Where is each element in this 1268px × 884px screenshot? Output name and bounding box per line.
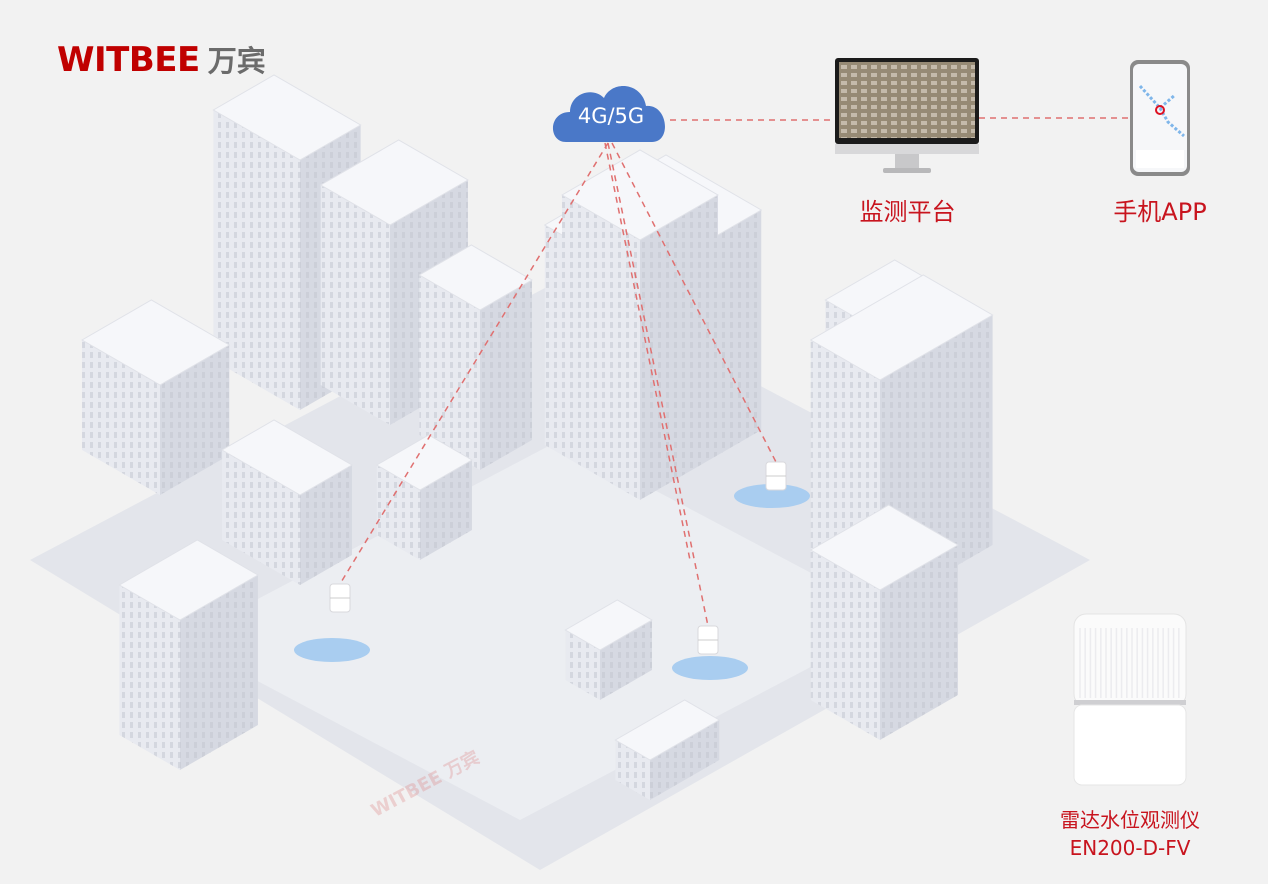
building [375,434,473,560]
sensor-device-icon [697,625,719,655]
water-puddle [294,638,370,662]
sensor-device-icon [329,583,351,613]
building [809,504,959,740]
device-model: EN200-D-FV [1069,836,1191,860]
logo-text-en: WITBEE [57,40,200,80]
building [614,699,721,800]
device-label: 雷达水位观测仪 EN200-D-FV [1020,806,1240,862]
radar-water-level-device [1073,613,1187,786]
monitor-icon [835,58,979,173]
water-puddle [734,484,810,508]
network-label: 4G/5G [577,104,645,128]
water-puddle [672,656,748,680]
building [81,299,231,495]
smartphone-icon [1130,60,1190,176]
building [561,149,719,380]
link-line [339,142,609,585]
device-name: 雷达水位观测仪 [1060,808,1200,832]
link-line [607,142,709,627]
sensor-device-icon [765,461,787,491]
link-line [604,142,691,561]
platform-label: 监测平台 [859,198,956,226]
brand-logo: WITBEE 万宾 [57,38,266,80]
link-line [611,142,777,463]
cloud-icon [552,86,665,142]
building [221,419,353,585]
building [418,244,533,470]
building [564,599,653,700]
street [180,440,900,820]
building [118,539,259,770]
mobile-app-label: 手机APP [1113,198,1207,226]
logo-text-cn: 万宾 [207,44,266,78]
